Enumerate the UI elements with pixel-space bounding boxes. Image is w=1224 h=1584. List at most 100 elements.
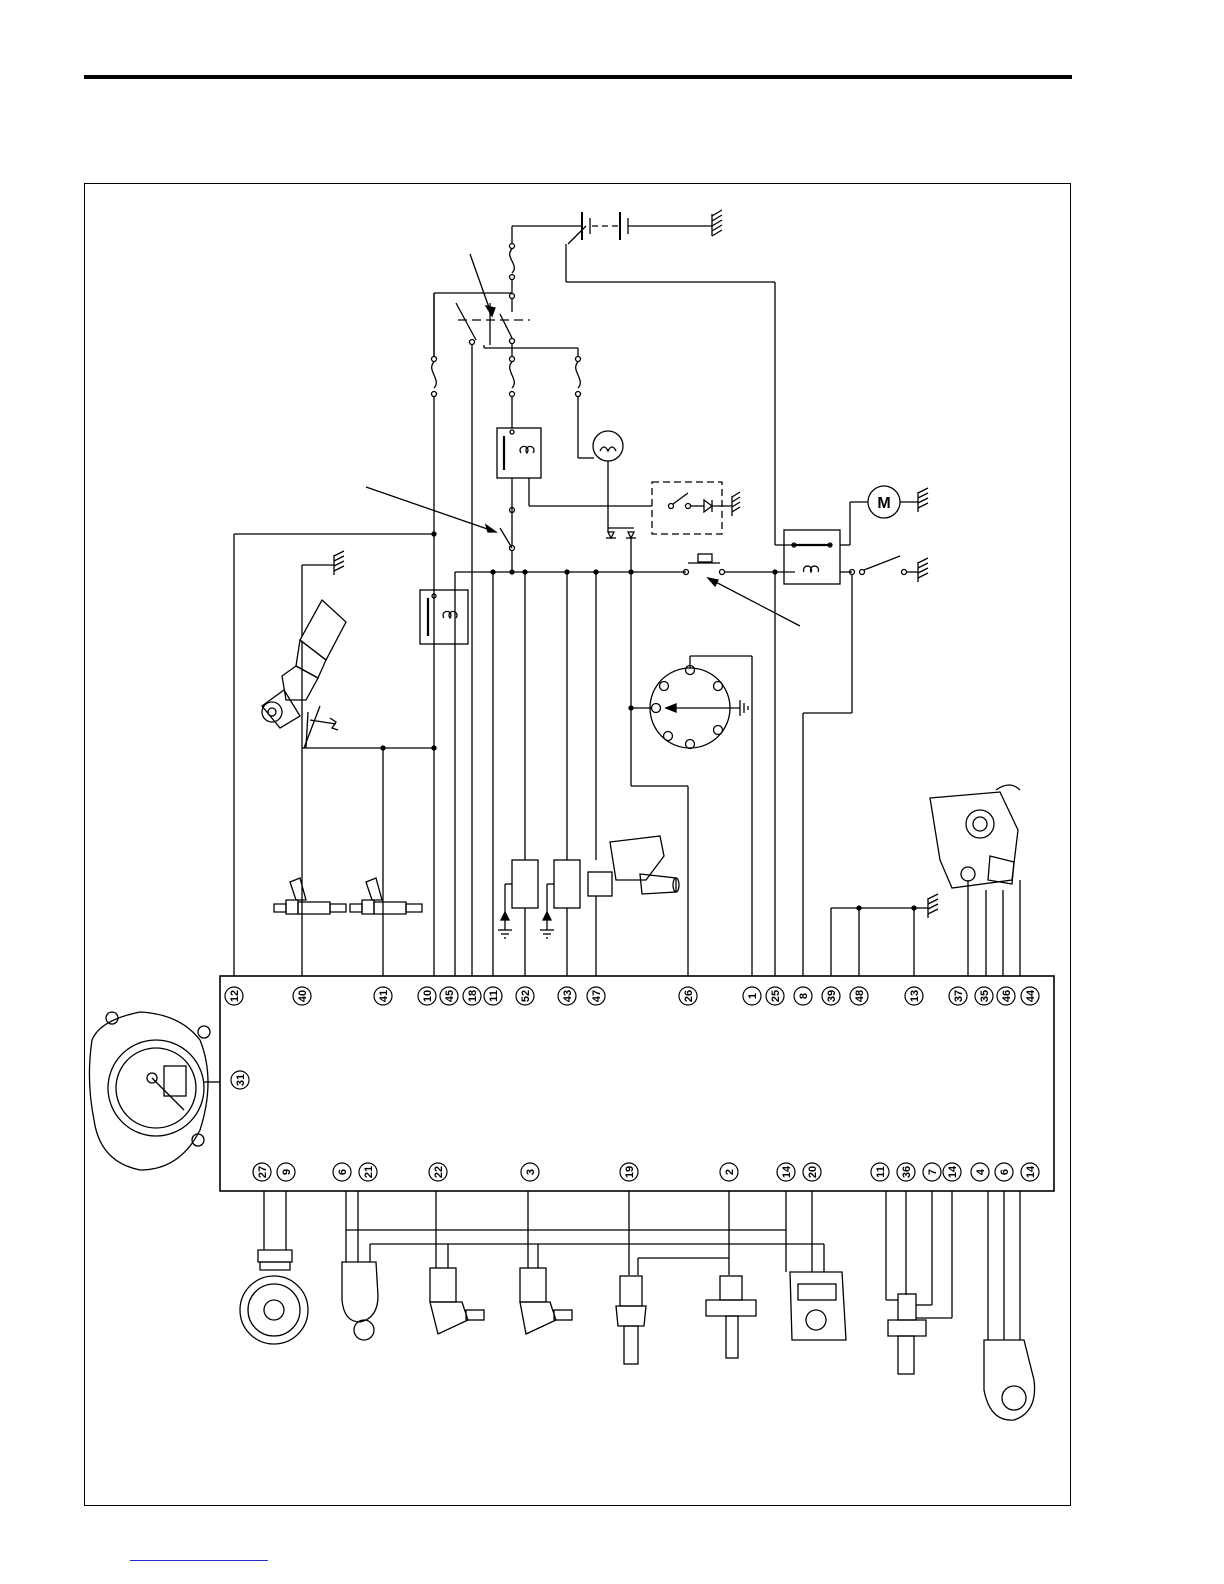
pin-label: 18	[463, 987, 481, 1005]
pin-label: 48	[850, 987, 868, 1005]
pin-number: 22	[433, 1166, 445, 1178]
pin-number: 52	[520, 990, 532, 1002]
pin-label: 12	[225, 987, 243, 1005]
battery-ground-icon	[712, 210, 722, 236]
pin-number: 4	[975, 1168, 987, 1175]
throttle-position-sensor-icon	[930, 785, 1020, 888]
pin-number: 26	[683, 990, 695, 1002]
fuse-left	[432, 293, 437, 976]
ecm-box	[220, 976, 1054, 1191]
ignition-coil-2-icon	[540, 860, 580, 938]
coolant-temp-sensor-icon	[616, 1276, 646, 1364]
pin-number: 19	[624, 1166, 636, 1178]
injector-2-icon	[350, 878, 422, 914]
pin-label: 11	[871, 1163, 889, 1181]
pin-label: 2	[720, 1163, 738, 1181]
pin-number: 36	[901, 1166, 913, 1178]
pin-label: 43	[558, 987, 576, 1005]
pin-number: 9	[281, 1169, 293, 1175]
ecm-top-wiring	[234, 532, 1020, 976]
pin-label: 14	[943, 1163, 961, 1181]
pin-label: 36	[897, 1163, 915, 1181]
pin-label: 6	[995, 1163, 1013, 1181]
pin-label: 39	[822, 987, 840, 1005]
pin-label: 7	[923, 1163, 941, 1181]
throttle-valve-icon	[262, 600, 346, 748]
power-bus	[455, 570, 686, 976]
pin-number: 6	[999, 1169, 1011, 1175]
pin-number: 14	[1025, 1165, 1037, 1178]
crankshaft-sensor-icon	[240, 1250, 308, 1344]
fuse-middle	[510, 348, 515, 428]
pin-number: 14	[947, 1165, 959, 1178]
tilt-sensor-icon	[790, 1272, 846, 1340]
fuel-pump-relay	[420, 590, 468, 644]
pin-number: 25	[770, 990, 782, 1002]
pin-number: 37	[953, 990, 965, 1002]
speedometer-icon	[89, 1012, 220, 1170]
pin-number: 27	[257, 1166, 269, 1178]
pin-number: 44	[1025, 989, 1037, 1002]
gear-position-sensor-icon	[629, 656, 752, 976]
pin-label: 45	[440, 987, 458, 1005]
clutch-switch	[366, 487, 515, 572]
pin-number: 13	[909, 990, 921, 1002]
pin-label: 47	[587, 987, 605, 1005]
pin-label: 14	[777, 1163, 795, 1181]
warning-lamp-icon	[593, 431, 623, 532]
pin-label: 11	[484, 987, 502, 1005]
solenoid-valve-icon	[588, 836, 679, 896]
pin-label: 21	[359, 1163, 377, 1181]
ecm-side-pins: 31	[231, 1071, 249, 1089]
pin-label: 37	[949, 987, 967, 1005]
pin-label: 6	[333, 1163, 351, 1181]
pin-number: 41	[378, 990, 390, 1002]
pin-number: 39	[826, 990, 838, 1002]
pin-label: 20	[803, 1163, 821, 1181]
pin-label: 40	[293, 987, 311, 1005]
pin-number: 12	[229, 990, 241, 1002]
pin-number: 35	[979, 990, 991, 1002]
battery	[512, 212, 795, 545]
pin-label: 35	[975, 987, 993, 1005]
pin-label: 52	[516, 987, 534, 1005]
pin-number: 6	[337, 1169, 349, 1175]
pin-label: 10	[418, 987, 436, 1005]
start-button	[684, 554, 801, 626]
starter-relay	[784, 502, 928, 976]
ignition-coil-1-icon	[498, 860, 538, 938]
pin-label: 14	[1021, 1163, 1039, 1181]
pin-number: 20	[807, 1166, 819, 1178]
ecm-bottom-pins: 27 9 6 21 22 3 19 2 14 20 11 36 7 14 4 6 14	[253, 1163, 1039, 1181]
pin-number: 46	[1001, 990, 1013, 1002]
pin-number: 21	[363, 1166, 375, 1178]
pin-label: 41	[374, 987, 392, 1005]
pin-label: 4	[971, 1163, 989, 1181]
pin-number: 45	[444, 990, 456, 1002]
pin-label: 31	[231, 1071, 249, 1089]
pin-number: 14	[781, 1165, 793, 1178]
pin-label: 3	[521, 1163, 539, 1181]
cam-sensor-2-icon	[984, 1340, 1035, 1420]
pressure-sensor-2-icon	[520, 1268, 572, 1334]
main-fuse	[434, 226, 515, 312]
oxygen-sensor-icon	[888, 1294, 926, 1374]
pin-label: 19	[620, 1163, 638, 1181]
pin-number: 8	[798, 993, 810, 999]
pin-number: 11	[488, 990, 500, 1002]
cam-sensor-icon	[342, 1262, 378, 1340]
ecm-bottom-wiring	[264, 1191, 1020, 1340]
pin-number: 48	[854, 990, 866, 1002]
pressure-sensor-1-icon	[430, 1268, 484, 1334]
intake-air-temp-sensor-icon	[706, 1276, 756, 1358]
pin-number: 18	[467, 990, 479, 1002]
motor-label: M	[877, 495, 890, 512]
pin-label: 27	[253, 1163, 271, 1181]
pin-label: 25	[766, 987, 784, 1005]
pin-number: 40	[297, 990, 309, 1002]
motor-label-text: M	[877, 495, 890, 512]
pin-label: 8	[794, 987, 812, 1005]
pin-label: 46	[997, 987, 1015, 1005]
injector-1-icon	[274, 878, 346, 914]
